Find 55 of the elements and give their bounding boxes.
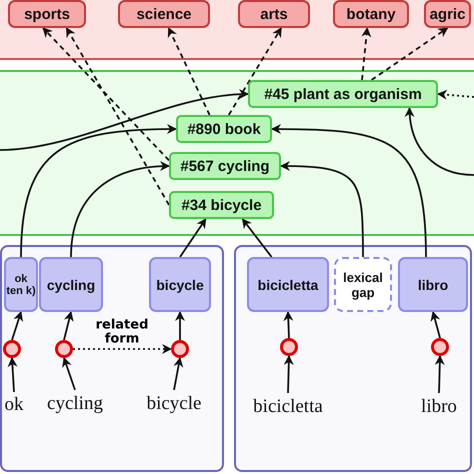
word-form: bicycle bbox=[136, 390, 212, 418]
sense-circle bbox=[431, 338, 449, 356]
arrow bbox=[62, 357, 76, 390]
arrow bbox=[0, 90, 249, 151]
word-form: ok bbox=[2, 392, 26, 418]
arrow bbox=[173, 357, 184, 390]
domain-label: science bbox=[118, 0, 210, 28]
arrow bbox=[404, 107, 474, 176]
arrow bbox=[8, 357, 18, 392]
dashed-arrow bbox=[437, 90, 474, 100]
arrow bbox=[20, 124, 177, 258]
arrow bbox=[70, 161, 170, 258]
lexeme-label: bicycle bbox=[149, 257, 211, 312]
concept-label: #45 plant as organism bbox=[248, 80, 438, 108]
concept-label: #567 cycling bbox=[169, 152, 281, 180]
word-form: libro bbox=[410, 393, 468, 421]
dashed-arrow bbox=[371, 27, 448, 81]
arrow bbox=[179, 218, 206, 258]
dashed-arrow bbox=[42, 27, 170, 162]
lexical-gap-label: lexical gap bbox=[334, 257, 392, 312]
dashed-arrow bbox=[361, 27, 372, 80]
language-panel bbox=[234, 245, 472, 472]
sense-circle bbox=[3, 340, 21, 358]
word-form: bicicletta bbox=[238, 393, 338, 421]
arrow bbox=[280, 161, 364, 257]
lexeme-label: libro bbox=[398, 257, 468, 312]
arrow bbox=[242, 218, 272, 258]
arrow bbox=[430, 311, 441, 338]
sense-circle bbox=[280, 338, 298, 356]
lexeme-label: cycling bbox=[39, 257, 103, 312]
arrow bbox=[271, 124, 427, 258]
sense-circle bbox=[55, 340, 73, 358]
domain-label: botany bbox=[333, 0, 409, 28]
sense-circle bbox=[171, 340, 189, 358]
domain-label: arts bbox=[238, 0, 310, 28]
concept-label: #34 bicycle bbox=[169, 191, 274, 219]
arrow bbox=[284, 355, 294, 394]
arrow bbox=[434, 355, 445, 394]
arrow bbox=[63, 311, 74, 340]
dashed-arrow bbox=[66, 27, 170, 206]
domain-band bbox=[0, 0, 474, 60]
domain-label: sports bbox=[8, 0, 86, 28]
arrow bbox=[283, 311, 294, 338]
dashed-arrow bbox=[228, 27, 282, 116]
concept-band bbox=[0, 70, 474, 236]
concept-label: #890 book bbox=[176, 115, 272, 143]
dashed-arrow bbox=[168, 27, 210, 116]
language-panel bbox=[0, 245, 224, 472]
arrow bbox=[11, 311, 23, 340]
lexeme-label: bicicletta bbox=[247, 257, 329, 312]
word-form: cycling bbox=[36, 390, 114, 418]
dashed-arrow bbox=[73, 344, 172, 354]
domain-label: agric bbox=[424, 0, 471, 28]
lexeme-label: ok ten k) bbox=[4, 257, 38, 312]
arrow bbox=[175, 311, 185, 340]
